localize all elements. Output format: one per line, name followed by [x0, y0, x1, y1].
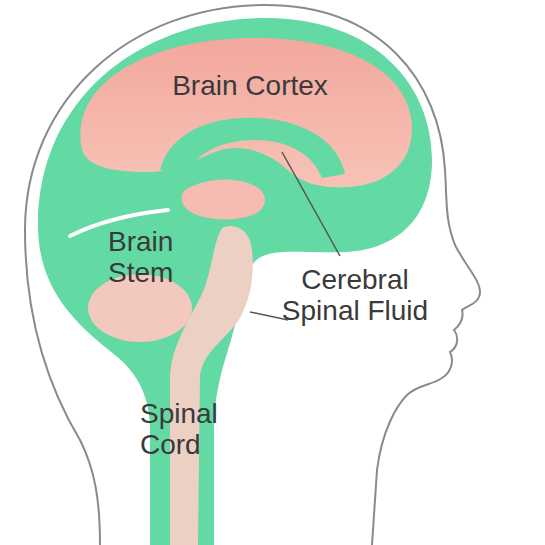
part-label: Spinal Cord: [140, 398, 244, 461]
leader-line: [282, 152, 340, 256]
part-label: Brain Cortex: [150, 70, 350, 101]
brain-stem-shape: [170, 226, 253, 545]
part-label: Brain Stem: [108, 226, 204, 289]
part-label: Cerebral Spinal Fluid: [280, 264, 430, 327]
ventricle-arc: [160, 118, 345, 178]
head-outline: [25, 5, 480, 545]
lower-lobe: [182, 180, 265, 220]
brain-cortex-region: [80, 38, 412, 187]
csf-region: [38, 18, 432, 545]
